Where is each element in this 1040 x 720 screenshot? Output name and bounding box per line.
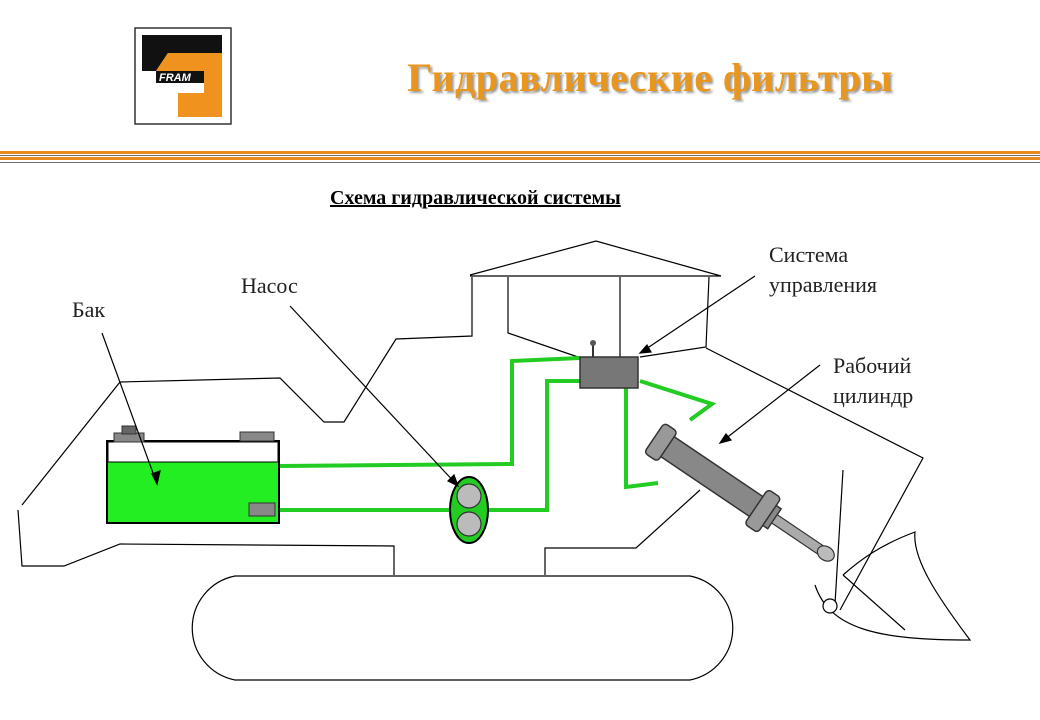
hydraulic-lines bbox=[279, 356, 717, 512]
machine-outline bbox=[17, 240, 972, 681]
working-cylinder-label-line1: Рабочий bbox=[833, 353, 912, 378]
working-cylinder-label-line2: цилиндр bbox=[833, 383, 914, 408]
pump bbox=[449, 476, 489, 544]
working-cylinder-label: Рабочий цилиндр bbox=[833, 351, 913, 411]
label-pointers bbox=[101, 275, 821, 488]
logo-text: FRAM bbox=[159, 72, 192, 84]
control-system-label-line2: управления bbox=[769, 272, 878, 297]
control-system-label: Система управления bbox=[769, 240, 877, 300]
bucket-pivot bbox=[822, 598, 838, 614]
control-valve bbox=[579, 340, 639, 389]
fram-logo: FRAM bbox=[134, 27, 232, 125]
tank-label: Бак bbox=[72, 297, 106, 322]
working-cylinder bbox=[644, 423, 835, 562]
pump-label: Насос bbox=[241, 273, 298, 298]
page-title: Гидравлические фильтры bbox=[407, 55, 893, 100]
diagram-subtitle: Схема гидравлической системы bbox=[330, 187, 621, 209]
divider-line bbox=[0, 155, 1040, 156]
divider-line bbox=[0, 162, 1040, 163]
control-system-label-line1: Система bbox=[769, 242, 849, 267]
divider-band bbox=[0, 151, 1040, 154]
tank bbox=[106, 425, 280, 524]
divider-band bbox=[0, 157, 1040, 160]
